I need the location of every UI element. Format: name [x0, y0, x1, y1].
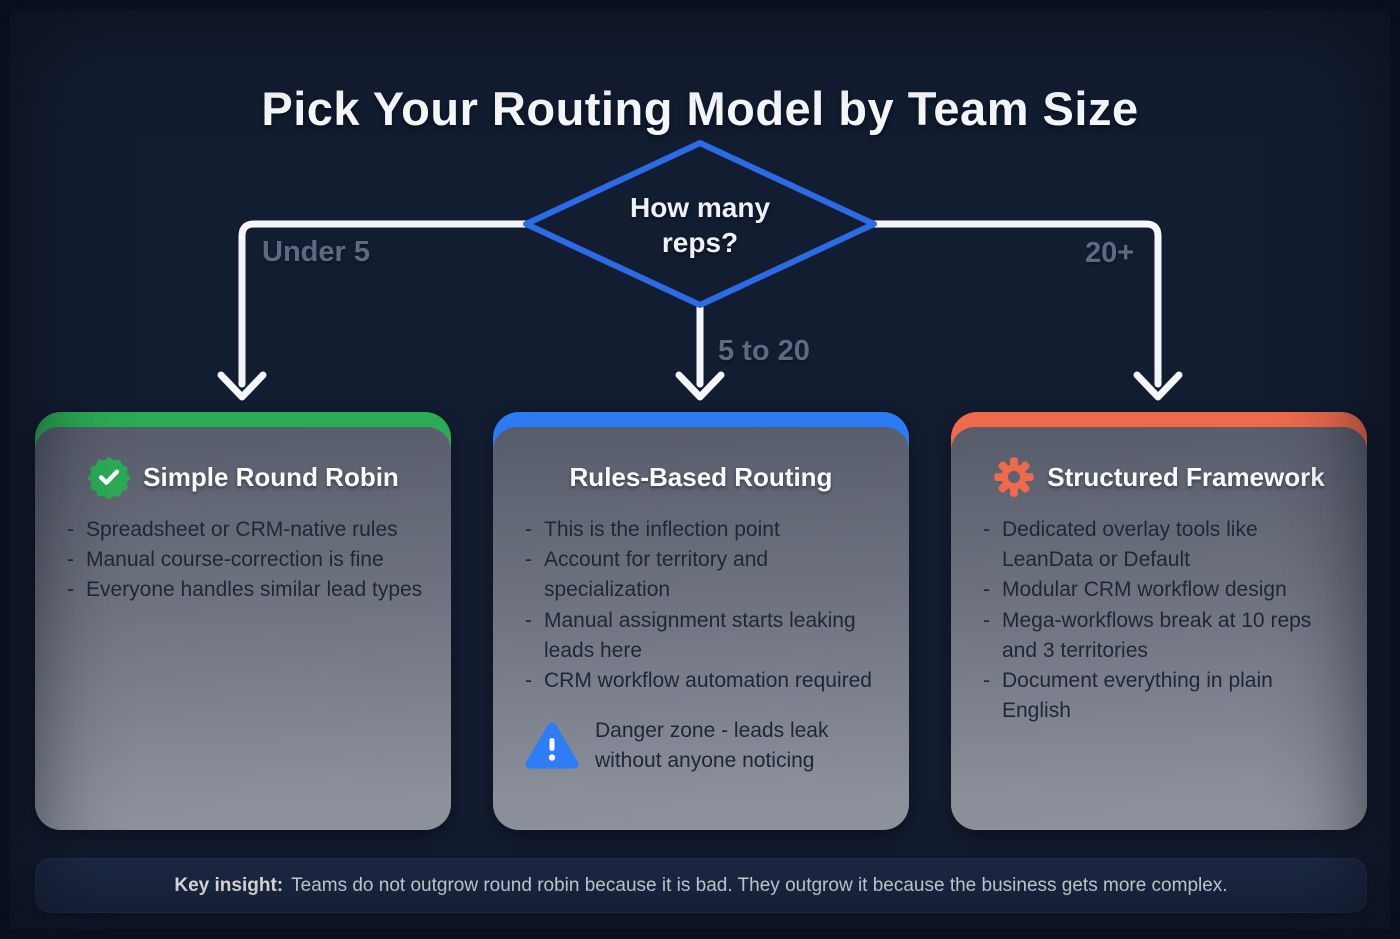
bullet-item: Manual course-correction is fine	[67, 545, 425, 575]
card-title: Structured Framework	[1047, 461, 1325, 492]
card-body: Simple Round Robin Spreadsheet or CRM-na…	[35, 427, 451, 830]
card-bullet-list: Spreadsheet or CRM-native rules Manual c…	[61, 515, 425, 606]
bullet-item: Modular CRM workflow design	[983, 575, 1341, 605]
bullet-item: This is the inflection point	[525, 515, 883, 545]
card-structured-framework: Structured Framework Dedicated overlay t…	[951, 412, 1367, 830]
bullet-item: CRM workflow automation required	[525, 666, 883, 696]
card-body: Rules-Based Routing This is the inflecti…	[493, 427, 909, 830]
verified-badge-icon	[87, 456, 131, 499]
gear-icon	[994, 457, 1034, 497]
card-body: Structured Framework Dedicated overlay t…	[951, 427, 1367, 830]
bullet-item: Dedicated overlay tools like LeanData or…	[983, 515, 1341, 575]
bullet-item: Manual assignment starts leaking leads h…	[525, 606, 883, 666]
danger-zone-callout: Danger zone - leads leak without anyone …	[519, 716, 883, 776]
key-insight-label: Key insight:	[174, 874, 284, 896]
card-header: Rules-Based Routing	[519, 453, 883, 501]
decision-diamond	[523, 140, 877, 308]
card-bullet-list: This is the inflection point Account for…	[519, 515, 883, 696]
branch-label-5-to-20: 5 to 20	[718, 335, 810, 367]
bullet-item: Account for territory and specialization	[525, 545, 883, 605]
card-bullet-list: Dedicated overlay tools like LeanData or…	[977, 515, 1341, 727]
branch-label-under-5: Under 5	[262, 236, 370, 268]
card-title: Rules-Based Routing	[569, 461, 833, 492]
key-insight-bar: Key insight: Teams do not outgrow round …	[35, 858, 1367, 913]
option-cards-row: Simple Round Robin Spreadsheet or CRM-na…	[35, 412, 1367, 830]
key-insight-text: Teams do not outgrow round robin because…	[291, 874, 1228, 896]
arrowhead-right-icon	[1133, 371, 1183, 401]
warning-triangle-icon	[525, 722, 579, 769]
bullet-item: Everyone handles similar lead types	[67, 575, 425, 605]
connector-right	[870, 220, 1162, 388]
danger-zone-text: Danger zone - leads leak without anyone …	[595, 719, 829, 773]
card-title: Simple Round Robin	[143, 461, 399, 492]
page-title: Pick Your Routing Model by Team Size	[261, 82, 1139, 136]
card-header: Simple Round Robin	[61, 453, 425, 501]
bullet-item: Spreadsheet or CRM-native rules	[67, 515, 425, 545]
arrowhead-left-icon	[217, 371, 267, 401]
bullet-item: Document everything in plain English	[983, 666, 1341, 726]
card-simple-round-robin: Simple Round Robin Spreadsheet or CRM-na…	[35, 412, 451, 830]
bullet-item: Mega-workflows break at 10 reps and 3 te…	[983, 606, 1341, 666]
connector-left	[238, 220, 530, 388]
arrowhead-middle-icon	[675, 371, 725, 401]
flowchart-connectors	[217, 140, 1183, 401]
decision-question: How many reps?	[629, 192, 771, 258]
card-header: Structured Framework	[977, 453, 1341, 501]
branch-label-20-plus: 20+	[1085, 237, 1135, 269]
card-rules-based-routing: Rules-Based Routing This is the inflecti…	[493, 412, 909, 830]
